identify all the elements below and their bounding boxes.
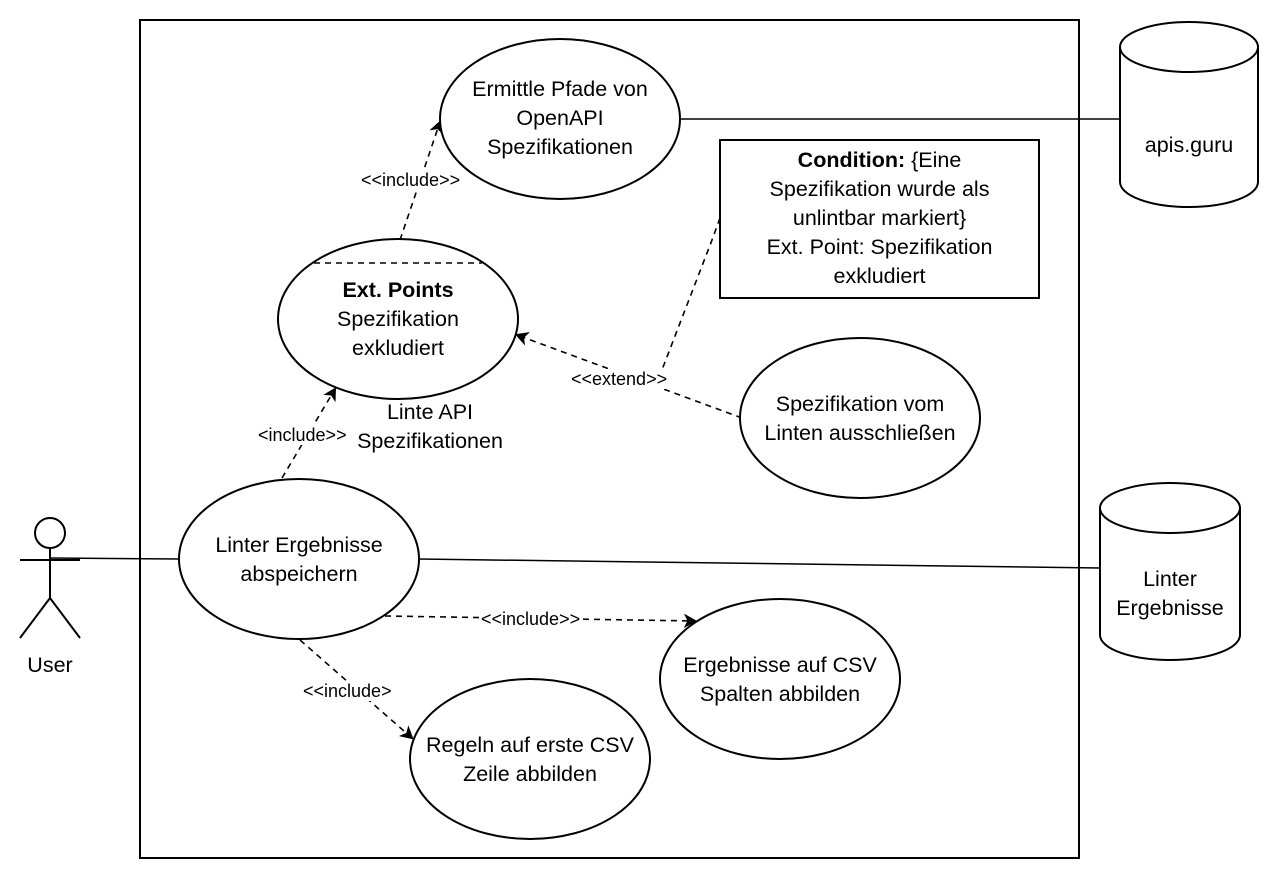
linter-ergebnisse-line-2: Ergebnisse xyxy=(1116,596,1224,620)
csv-zeile-line-1: Regeln auf erste CSV xyxy=(426,733,634,757)
use-case-csv-spalten xyxy=(659,598,901,760)
ermittle-line-2: OpenAPI xyxy=(516,106,604,130)
ext-points-title: Ext. Points xyxy=(342,278,454,302)
apis-guru-line: apis.guru xyxy=(1144,133,1234,157)
include-arrow-ermittle xyxy=(399,122,440,241)
ausschliessen-line-1: Spezifikation vom xyxy=(775,392,945,416)
linte-name-line-1: Linte API xyxy=(386,400,474,424)
note-line-4: exkludiert xyxy=(833,264,926,288)
note-line-3: Ext. Point: Spezifikation xyxy=(766,235,993,259)
speichern-line-1: Linter Ergebnisse xyxy=(215,533,383,557)
note-line-2: unlintbar markiert} xyxy=(792,206,967,230)
use-case-ermittle-pfade xyxy=(439,38,681,200)
ext-point-line-2: exkludiert xyxy=(351,336,444,360)
include-label-zeile: <<include> xyxy=(302,681,393,701)
datastore-apis-guru xyxy=(1119,21,1259,208)
ermittle-line-3: Spezifikationen xyxy=(487,135,633,159)
condition-note-text: Condition: {Eine Spezifikation wurde als… xyxy=(720,146,1039,291)
condition-note xyxy=(719,139,1040,299)
use-case-csv-spalten-text: Ergebnisse auf CSV Spalten abbilden xyxy=(660,651,900,709)
linter-ergebnisse-line-1: Linter xyxy=(1143,567,1197,591)
csv-zeile-line-2: Zeile abbilden xyxy=(463,762,597,786)
ext-point-line-1: Spezifikation xyxy=(337,307,459,331)
speichern-line-2: abspeichern xyxy=(240,562,358,586)
include-label-spalten: <<include>> xyxy=(480,609,582,629)
use-case-ausschliessen xyxy=(739,337,981,499)
association-user-speichern xyxy=(49,557,181,560)
use-case-linte-name: Linte API Spezifikationen xyxy=(330,398,530,456)
datastore-apis-guru-label: apis.guru xyxy=(1120,131,1258,160)
datastore-linter-ergebnisse-label: Linter Ergebnisse xyxy=(1100,565,1240,623)
ausschliessen-line-2: Linten ausschließen xyxy=(764,421,956,445)
include-arrow-zeile xyxy=(299,639,412,738)
extend-label: <<extend>> xyxy=(570,369,669,389)
use-case-csv-zeile-text: Regeln auf erste CSV Zeile abbilden xyxy=(410,731,650,789)
use-case-speichern-text: Linter Ergebnisse abspeichern xyxy=(179,531,419,589)
extend-arrow xyxy=(517,335,743,419)
include-label-linte: <include>> xyxy=(257,425,348,445)
linte-name-line-2: Spezifikationen xyxy=(357,429,503,453)
note-line-condition: Condition: {Eine xyxy=(720,146,1039,175)
use-case-csv-zeile xyxy=(409,678,651,840)
include-label-ermittle: <<include>> xyxy=(360,170,462,190)
ermittle-line-1: Ermittle Pfade von xyxy=(472,77,648,101)
system-boundary xyxy=(139,19,1080,859)
actor-user-label: User xyxy=(27,653,73,677)
association-speichern-linter-ergebnisse xyxy=(418,558,1101,569)
actor-user-figure xyxy=(19,517,81,639)
condition-label: Condition: xyxy=(797,148,906,172)
note-anchor-line xyxy=(659,217,721,376)
datastore-linter-ergebnisse xyxy=(1099,482,1241,661)
use-case-linte-ext-points: Ext. Points Spezifikation exkludiert xyxy=(278,276,518,363)
note-line-1: Spezifikation wurde als xyxy=(769,177,990,201)
use-case-ausschliessen-text: Spezifikation vom Linten ausschließen xyxy=(740,390,980,448)
use-case-ermittle-text: Ermittle Pfade von OpenAPI Spezifikation… xyxy=(440,75,680,162)
csv-spalten-line-1: Ergebnisse auf CSV xyxy=(683,653,877,677)
csv-spalten-line-2: Spalten abbilden xyxy=(699,682,861,706)
condition-text: {Eine xyxy=(905,148,962,172)
use-case-speichern xyxy=(178,478,420,640)
use-case-linte-api xyxy=(277,238,519,400)
